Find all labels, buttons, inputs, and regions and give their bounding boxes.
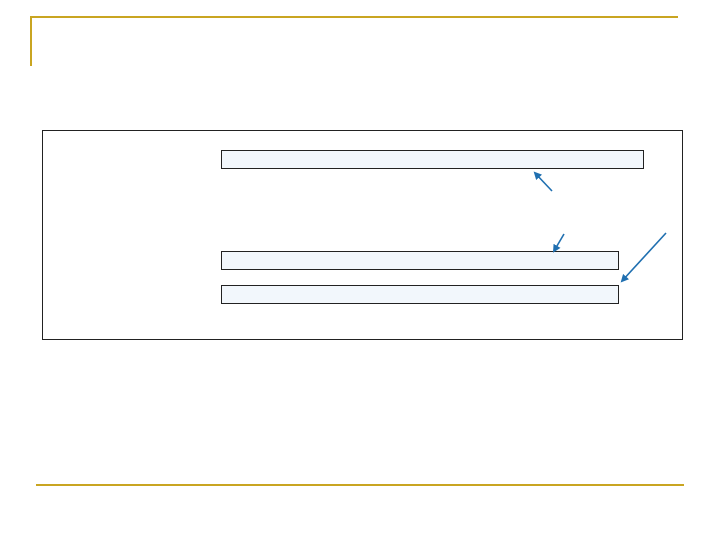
bar-bottom bbox=[221, 285, 619, 304]
slide-left-accent-rule bbox=[30, 16, 32, 66]
slide-footer-rule bbox=[36, 484, 684, 486]
bar-top bbox=[221, 150, 644, 169]
bar-middle bbox=[221, 251, 619, 270]
slide-top-accent-rule bbox=[30, 16, 678, 18]
